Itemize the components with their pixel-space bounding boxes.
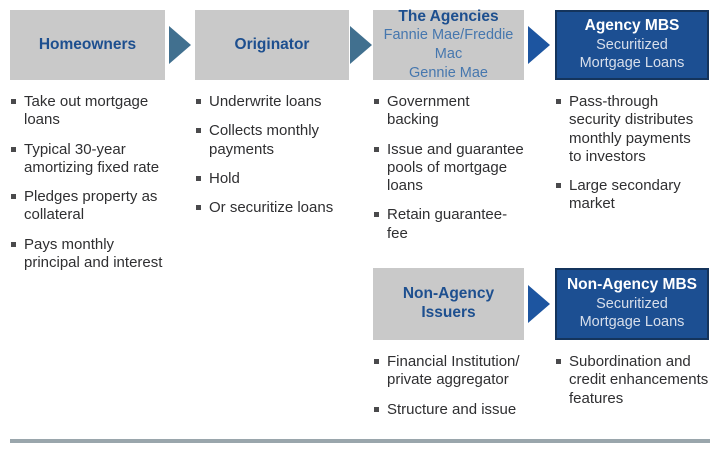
- flow-arrow-icon: [350, 26, 372, 64]
- agencies-subtitle-line2: Gennie Mae: [409, 64, 488, 81]
- bullet-item: Government backing: [373, 93, 524, 130]
- bullet-item: Pledges property as collateral: [10, 188, 165, 225]
- bullet-item: Financial Institution/ private aggregato…: [373, 353, 524, 390]
- agencies-subtitle-line1: Fannie Mae/Freddie Mac: [383, 27, 514, 63]
- non-agency-mbs-subtitle-line1: Securitized: [596, 295, 668, 312]
- homeowners-bullets: Take out mortgage loans Typical 30-year …: [10, 93, 165, 283]
- bullet-item: Pays monthly principal and interest: [10, 236, 165, 273]
- bullet-item: Large secondary market: [555, 177, 697, 214]
- bullet-item: Retain guarantee-fee: [373, 206, 524, 243]
- bullet-item: Collects monthly payments: [195, 122, 349, 159]
- homeowners-title: Homeowners: [38, 35, 137, 53]
- agency-mbs-subtitle-line2: Mortgage Loans: [579, 55, 685, 72]
- non-agency-issuers-title-line1: Non-Agency: [402, 285, 495, 303]
- non-agency-issuers-bullets: Financial Institution/ private aggregato…: [373, 353, 524, 430]
- bullet-item: Pass-through security distributes monthl…: [555, 93, 697, 166]
- agency-mbs-bullets: Pass-through security distributes monthl…: [555, 93, 709, 225]
- originator-bullets: Underwrite loans Collects monthly paymen…: [195, 93, 349, 228]
- originator-box: Originator: [195, 10, 349, 80]
- agencies-bullets: Government backing Issue and guarantee p…: [373, 93, 524, 254]
- non-agency-mbs-box: Non-Agency MBS Securitized Mortgage Loan…: [555, 268, 709, 340]
- non-agency-mbs-title: Non-Agency MBS: [566, 276, 698, 294]
- agency-mbs-subtitle-line1: Securitized: [596, 36, 668, 53]
- bullet-item: Hold: [195, 170, 349, 188]
- bullet-item: Take out mortgage loans: [10, 93, 165, 130]
- bullet-item: Underwrite loans: [195, 93, 349, 111]
- homeowners-box: Homeowners: [10, 10, 165, 80]
- agencies-title: The Agencies: [398, 7, 499, 25]
- originator-title: Originator: [234, 35, 310, 53]
- non-agency-mbs-subtitle-line2: Mortgage Loans: [579, 314, 685, 331]
- agency-mbs-title: Agency MBS: [584, 17, 680, 35]
- flow-arrow-icon: [169, 26, 191, 64]
- agencies-box: The Agencies Fannie Mae/Freddie Mac Genn…: [373, 7, 524, 81]
- non-agency-issuers-box: Non-Agency Issuers: [373, 268, 524, 340]
- bullet-item: Structure and issue: [373, 401, 524, 419]
- bullet-item: Issue and guarantee pools of mortgage lo…: [373, 141, 524, 196]
- flow-arrow-icon: [528, 285, 550, 323]
- non-agency-mbs-bullets: Subordination and credit enhancements fe…: [555, 353, 709, 419]
- bottom-divider: [10, 439, 710, 443]
- agency-mbs-box: Agency MBS Securitized Mortgage Loans: [555, 10, 709, 80]
- flow-arrow-icon: [528, 26, 550, 64]
- bullet-item: Typical 30-year amortizing fixed rate: [10, 141, 165, 178]
- non-agency-issuers-title-line2: Issuers: [421, 304, 476, 321]
- bullet-item: Or securitize loans: [195, 199, 349, 217]
- bullet-item: Subordination and credit enhancements fe…: [555, 353, 709, 408]
